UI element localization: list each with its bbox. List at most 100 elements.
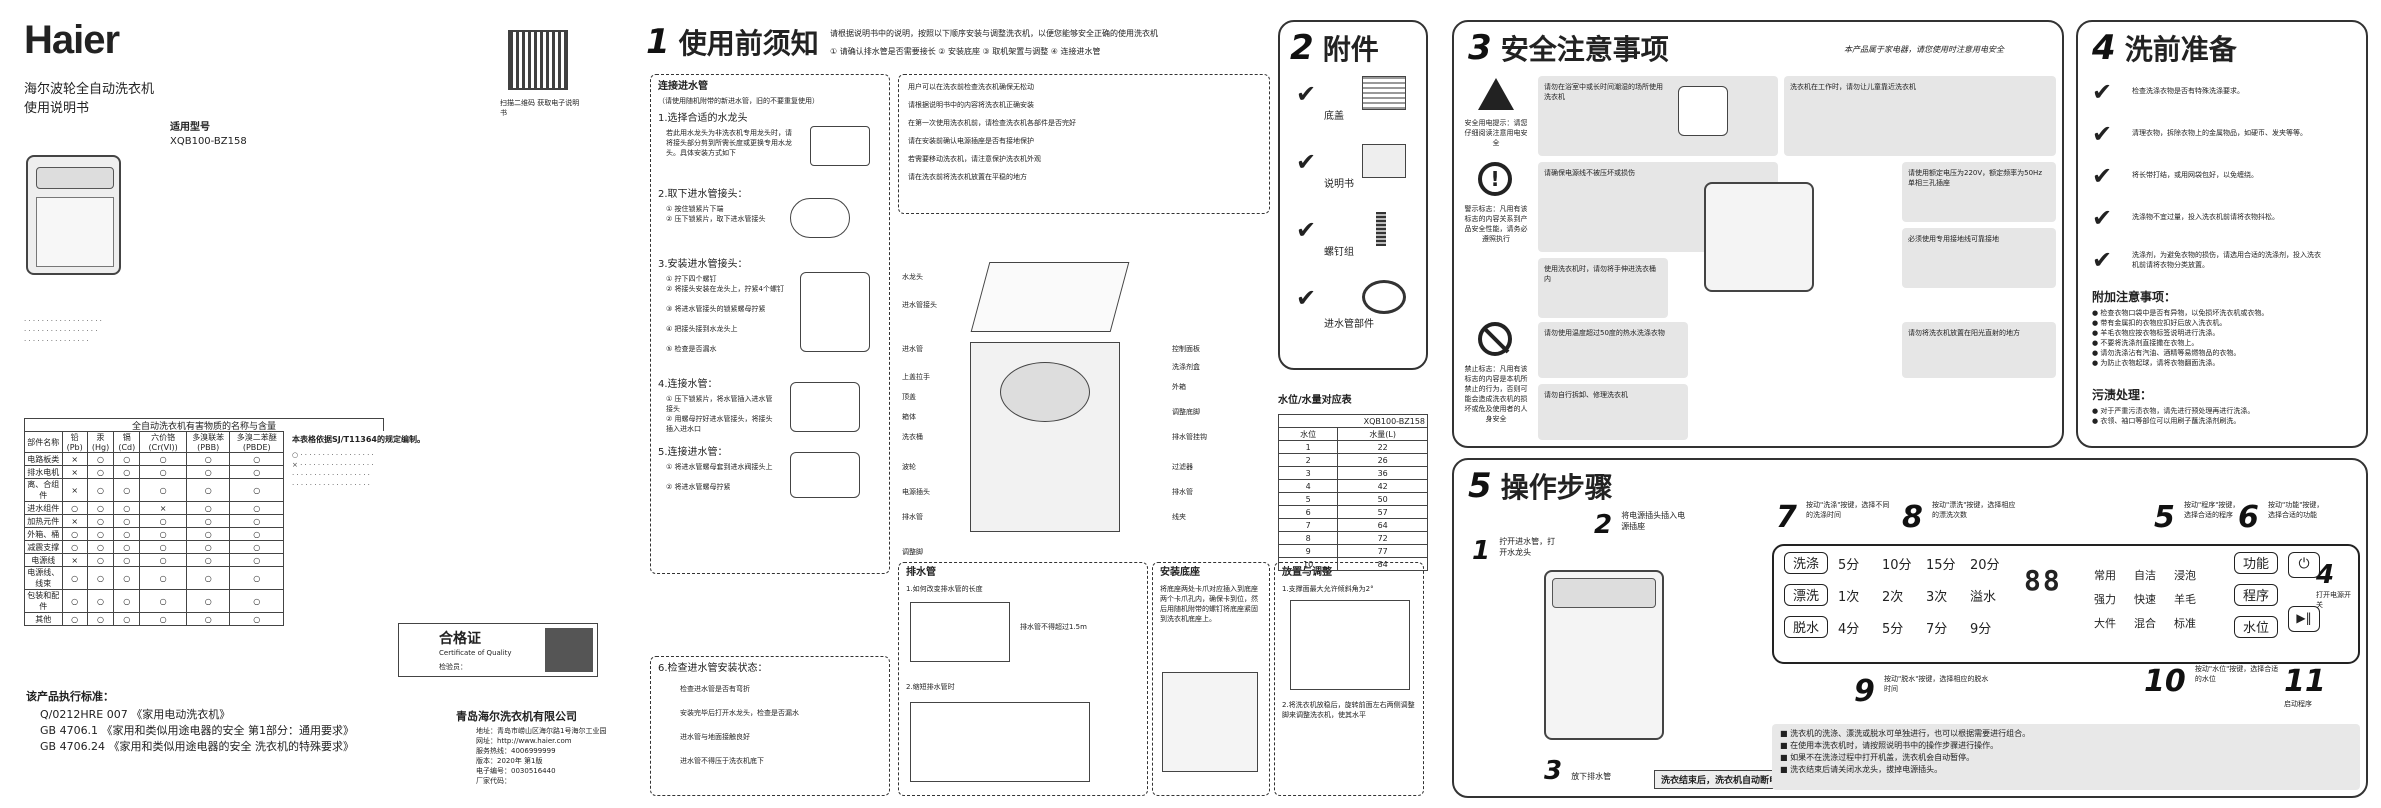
company-hotline: 服务热线：4006999999 — [476, 747, 556, 755]
hose-connect-icon — [790, 382, 860, 432]
sub3-item: ② 将接头安装在龙头上，拧紧4个螺钉 — [666, 285, 784, 293]
table-cell: 64 — [1337, 518, 1428, 532]
cert-en: Certificate of Quality — [439, 649, 512, 657]
qr-code[interactable] — [508, 30, 568, 90]
program-label: 标准 — [2174, 617, 2196, 630]
sub3-item: ④ 把接头接到水龙头上 — [666, 325, 738, 333]
forbid-icon — [1478, 322, 1512, 356]
table-legend: ○ · · · · · · · · · · · · · · · · ·× · ·… — [292, 451, 374, 489]
part-label: 上盖拉手 — [902, 373, 930, 381]
spin-button[interactable]: 脱水 — [1784, 616, 1828, 638]
warning-label: 安全用电提示：请您仔细阅读注意用电安全 — [1464, 119, 1528, 147]
table-cell: 减震支撑 — [24, 540, 63, 554]
table-cell: 6 — [1277, 505, 1339, 519]
connect-sub: （请使用随机附带的新进水管，旧的不要重复使用） — [658, 97, 819, 105]
sub6-item: 进水管与地面接触良好 — [680, 733, 750, 741]
table-cell: ○ — [113, 527, 141, 541]
company-name: 青岛海尔洗衣机有限公司 — [456, 710, 577, 723]
table-cell: 加热元件 — [24, 514, 63, 528]
sub4-item: ② 用螺母拧好进水管接头，将接头插入进水口 — [666, 415, 773, 433]
warning-triangle-icon — [1478, 78, 1514, 110]
time-option: 9分 — [1970, 622, 1992, 637]
tip-item: 在第一次使用洗衣机前，请检查洗衣机各部件是否完好 — [908, 119, 1076, 127]
tip-item: 请根据说明书中的内容将洗衣机正确安装 — [908, 101, 1034, 109]
water-table-title: 水位/水量对应表 — [1278, 395, 1352, 406]
section-4-panel: 4 洗前准备 ✔ 检查洗涤衣物是否有特殊洗涤要求。 ✔ 清理衣物，拆除衣物上的金… — [2076, 20, 2368, 448]
table-row: 电路板类×○○○○○ — [24, 452, 284, 466]
table-row: 排水电机×○○○○○ — [24, 465, 284, 479]
table-cell: ○ — [139, 452, 187, 466]
pollution-title: 污渍处理： — [2092, 388, 2153, 402]
power-button[interactable]: ⏻ — [2288, 552, 2320, 578]
model-value: XQB100-BZ158 — [170, 136, 247, 147]
rinse-button[interactable]: 漂洗 — [1784, 584, 1828, 606]
table-cell: 22 — [1337, 440, 1428, 454]
sub3-title: 3.安装进水管接头： — [658, 259, 748, 270]
table-cell: 77 — [1337, 544, 1428, 558]
wash-button[interactable]: 洗涤 — [1784, 552, 1828, 574]
program-label: 羊毛 — [2174, 593, 2196, 606]
hose-icon — [1362, 280, 1406, 314]
water-level-button[interactable]: 水位 — [2234, 616, 2278, 638]
accessory-item: ✔ 说明书 — [1296, 144, 1416, 200]
note-row: ■ 在使用本洗衣机时，请按照说明书中的操作步骤进行操作。 — [1780, 741, 1999, 750]
company-address: 地址：青岛市崂山区海尔路1号海尔工业园 — [476, 727, 607, 735]
time-option: 7分 — [1926, 622, 1948, 637]
standards-title: 该产品执行标准： — [26, 690, 114, 703]
part-label: 顶盖 — [902, 393, 916, 401]
forbid-label: 禁止标志：凡用有该标志的内容是本机所禁止的行为，否则可能会造成洗衣机的损坏或危及… — [1464, 365, 1528, 423]
table-cell: ○ — [86, 501, 115, 515]
part-label: 洗衣桶 — [902, 433, 923, 441]
table-cell: ○ — [113, 501, 141, 515]
standard-line: Q/0212HRE 007 《家用电动洗衣机》 — [40, 708, 231, 721]
check-box — [650, 656, 890, 796]
table-cell: ○ — [113, 553, 141, 567]
tip-item: 请在安装前确认电源插座是否有接地保护 — [908, 137, 1034, 145]
table-cell: ○ — [86, 465, 115, 479]
washer-grounding-illustration — [1704, 182, 1814, 292]
note-row: ■ 洗衣机的洗涤、漂洗或脱水可单独进行，也可以根据需要进行组合。 — [1780, 729, 2031, 738]
function-button[interactable]: 功能 — [2234, 552, 2278, 574]
table-cell: ○ — [86, 478, 115, 502]
time-option: 5分 — [1838, 558, 1860, 573]
table-cell: ○ — [61, 540, 88, 554]
tips-box — [898, 74, 1270, 214]
accessory-item: ✔ 进水管部件 — [1296, 280, 1426, 336]
program-button[interactable]: 程序 — [2234, 584, 2278, 606]
program-label: 常用 — [2094, 569, 2116, 582]
table-cell: 2 — [1277, 453, 1339, 467]
table-cell: × — [139, 501, 187, 515]
drain-sub2: 2.缩短排水管时 — [906, 683, 955, 691]
start-pause-button[interactable]: ▶‖ — [2288, 606, 2320, 632]
section-title: 安全注意事项 — [1500, 33, 1669, 66]
table-cell: ○ — [229, 612, 284, 626]
program-label: 大件 — [2094, 617, 2116, 630]
table-cell: × — [61, 514, 88, 528]
drain-diagram — [910, 602, 1010, 662]
prep-item: ✔ 洗涤物不宜过量，投入洗衣机前请将衣物抖松。 — [2092, 204, 2279, 232]
section-number: 4 — [2092, 28, 2116, 68]
table-cell: ○ — [139, 566, 187, 590]
table-cell: 离、合组件 — [24, 478, 63, 502]
table-cell: × — [61, 465, 88, 479]
step-4: 4 打开电源开关 — [2316, 560, 2351, 609]
part-label: 箱体 — [902, 413, 916, 421]
standard-line: GB 4706.24 《家用和类似用途电器的安全 洗衣机的特殊要求》 — [40, 740, 355, 753]
table-cell: ○ — [113, 452, 141, 466]
sub2-item: ① 按住锁紧片下端 — [666, 205, 724, 213]
control-panel — [1772, 544, 2360, 664]
forbid-box: 请勿使用温度超过50度的热水洗涤衣物 — [1538, 322, 1688, 378]
program-label: 快速 — [2134, 593, 2156, 606]
table-cell: ○ — [185, 465, 231, 479]
accessory-item: ✔ 螺钉组 — [1296, 212, 1416, 268]
adjust-sub1: 1.支撑面最大允许倾斜角为2° — [1282, 585, 1374, 593]
table-cell: ○ — [185, 452, 231, 466]
table-cell: ○ — [185, 589, 231, 613]
table-cell: ○ — [229, 478, 284, 502]
table-cell: ○ — [86, 514, 115, 528]
